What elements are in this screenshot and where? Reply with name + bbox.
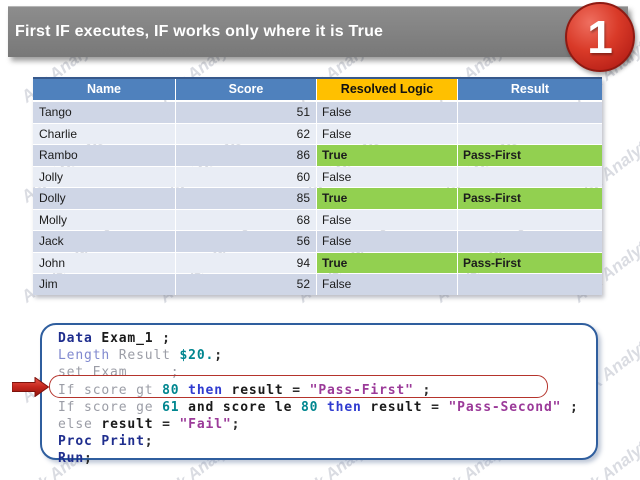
code-line: Run; <box>58 450 596 467</box>
code-token: 80 <box>300 399 319 415</box>
code-token: 80 <box>162 382 180 398</box>
cell-result <box>458 209 602 230</box>
code-token: ; <box>561 399 579 415</box>
code-token: then <box>318 399 362 415</box>
header-cell-resolved-logic: Resolved Logic <box>317 79 457 100</box>
cell-logic: True <box>317 252 457 273</box>
cell-name: Jim <box>33 274 175 295</box>
code-token: Length <box>58 348 111 364</box>
cell-score: 85 <box>176 188 316 209</box>
code-token: Proc Print <box>58 434 145 450</box>
cell-name: Dolly <box>33 188 175 209</box>
code-token: Result <box>110 348 171 364</box>
code-token: "Pass-Second" <box>448 399 562 415</box>
code-token: = <box>422 399 449 415</box>
code-token: result <box>222 382 284 398</box>
step-number-badge: 1 <box>565 2 635 72</box>
cell-result <box>458 102 602 123</box>
cell-score: 51 <box>176 102 316 123</box>
code-token: Exam_1 <box>92 331 154 346</box>
cell-name: John <box>33 252 175 273</box>
code-token: result <box>361 399 423 415</box>
code-token: result <box>92 417 154 433</box>
code-token: and score le <box>179 399 301 415</box>
code-panel: Data Exam_1 ;Length Result $20.;set Exam… <box>40 323 598 466</box>
code-token: set Exam ; <box>58 365 180 381</box>
cell-logic: True <box>317 188 457 209</box>
cell-score: 52 <box>176 274 316 295</box>
code-token: If score ge <box>58 399 163 415</box>
cell-name: Charlie <box>33 123 175 144</box>
cell-result <box>458 123 602 144</box>
code-line: If score gt 80 then result = "Pass-First… <box>58 382 596 399</box>
code-token: $20. <box>170 348 215 364</box>
code-line: Proc Print; <box>58 433 596 450</box>
cell-name: Molly <box>33 209 175 230</box>
code-line: Length Result $20.; <box>58 347 596 364</box>
table-header-row: Name Score Resolved Logic Result <box>33 77 602 100</box>
header-cell-score: Score <box>176 79 316 100</box>
cell-result <box>458 274 602 295</box>
cell-result <box>458 231 602 252</box>
code-token: "Pass-First" <box>309 382 414 398</box>
header-cell-name: Name <box>33 79 175 100</box>
code-token: If score gt <box>58 382 163 398</box>
cell-result: Pass-First <box>458 145 602 166</box>
title-banner: First IF executes, IF works only where i… <box>8 6 628 57</box>
cell-score: 56 <box>176 231 316 252</box>
code-token: 61 <box>162 399 180 415</box>
cell-score: 94 <box>176 252 316 273</box>
code-token: = <box>153 417 180 433</box>
cell-score: 62 <box>176 123 316 144</box>
cell-logic: False <box>317 102 457 123</box>
code-token: Data <box>58 331 93 346</box>
code-token: ; <box>153 331 171 346</box>
code-token: then <box>179 382 223 398</box>
badge-number: 1 <box>587 11 613 63</box>
code-token: else <box>58 417 93 433</box>
cell-name: Tango <box>33 102 175 123</box>
cell-logic: False <box>317 231 457 252</box>
code-token: Run <box>58 451 85 467</box>
code-token: ; <box>144 434 154 450</box>
cell-logic: False <box>317 274 457 295</box>
code-token: ; <box>413 382 432 398</box>
code-token: ; <box>214 348 223 364</box>
cell-name: Rambo <box>33 145 175 166</box>
header-cell-result: Result <box>458 79 602 100</box>
cell-logic: False <box>317 209 457 230</box>
cell-score: 68 <box>176 209 316 230</box>
cell-logic: False <box>317 166 457 187</box>
cell-name: Jack <box>33 231 175 252</box>
pointer-arrow-icon <box>12 377 50 397</box>
code-token: = <box>283 382 310 398</box>
cell-name: Jolly <box>33 166 175 187</box>
cell-result: Pass-First <box>458 252 602 273</box>
code-line: If score ge 61 and score le 80 then resu… <box>58 399 596 416</box>
code-line: set Exam ; <box>58 364 596 381</box>
cell-score: 60 <box>176 166 316 187</box>
cell-score: 86 <box>176 145 316 166</box>
banner-title: First IF executes, IF works only where i… <box>15 23 384 40</box>
code-token: "Fail" <box>179 417 232 433</box>
cell-logic: True <box>317 145 457 166</box>
code-token: ; <box>231 417 241 433</box>
code-token: ; <box>84 451 93 467</box>
code-line: else result = "Fail"; <box>58 416 596 433</box>
cell-result <box>458 166 602 187</box>
cell-result: Pass-First <box>458 188 602 209</box>
cell-logic: False <box>317 123 457 144</box>
code-line: Data Exam_1 ; <box>58 330 596 347</box>
